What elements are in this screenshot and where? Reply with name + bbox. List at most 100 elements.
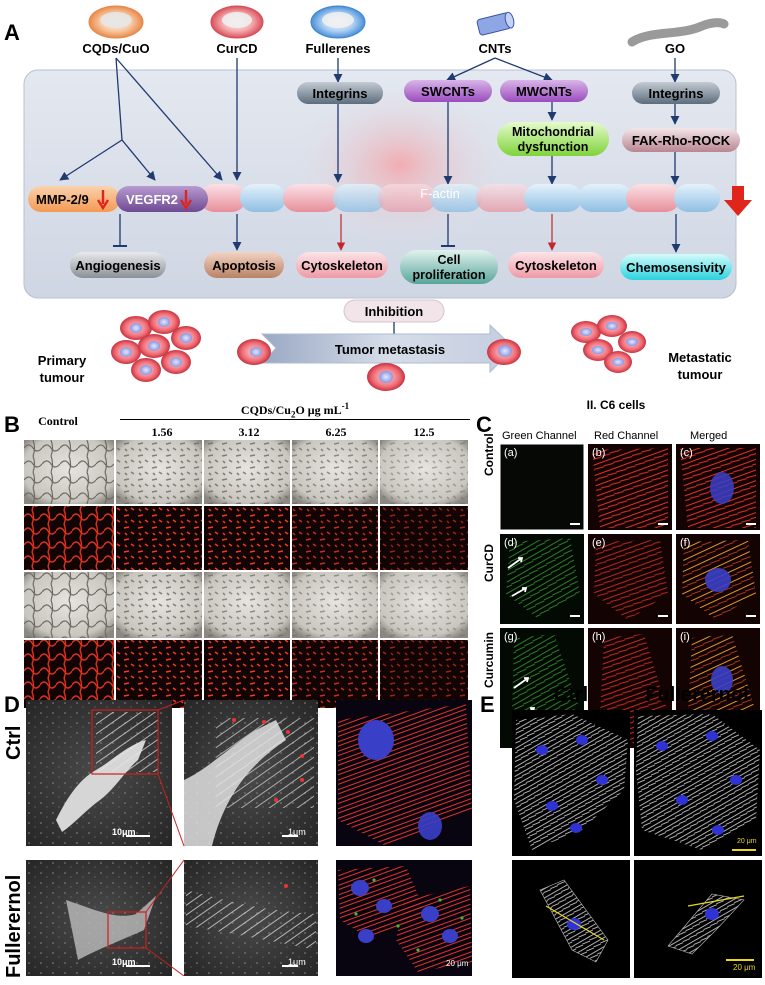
- sem-full-zoom-cell: [186, 890, 316, 950]
- cqds-label: CQDs/CuO: [82, 41, 149, 56]
- green-channel-header: Green Channel: [502, 430, 577, 442]
- inhibition-label: Inhibition: [365, 304, 424, 319]
- sem-ctrl-filopodia: [96, 712, 158, 772]
- row-label-curcumin-text: Curcumin: [482, 631, 496, 688]
- cytoskeleton-2-pill: [508, 252, 604, 278]
- label-e: (e): [592, 537, 606, 549]
- swcnts-label: SWCNTs: [421, 84, 475, 99]
- header-mid: O μg mL: [295, 403, 342, 417]
- mmp-down-arrow-icon: [96, 190, 110, 211]
- label-a: (a): [504, 447, 518, 459]
- e-bottom-scale-text: 20 μm: [733, 963, 756, 972]
- col-label-ctrl: Ctrl: [553, 684, 589, 706]
- fluor-ctrl-nucleus: [358, 720, 394, 760]
- glow: [290, 80, 510, 250]
- sem-ctrl-zoom-filopodia: [216, 718, 314, 808]
- bf-row-2: [24, 572, 468, 638]
- metastatic-label-2: tumour: [678, 367, 723, 382]
- control-header: Control: [38, 414, 78, 428]
- row-label-control-text: Control: [482, 433, 496, 476]
- chemo-pill: [620, 254, 732, 280]
- e-ctrl-top-nuclei: [536, 735, 608, 833]
- fullerenes-disc-icon: [310, 5, 366, 39]
- ctrl-scale-10: 10μm: [112, 827, 136, 837]
- header-sub: 2: [290, 409, 296, 420]
- cell-label-1: Cell: [438, 253, 461, 267]
- zoom-line-ctrl-bottom: [157, 773, 185, 847]
- c6-title: II. C6 cells: [586, 398, 646, 412]
- cqds-disc-icon: [88, 5, 144, 39]
- zoom-line-ctrl-top: [157, 700, 185, 711]
- mito-pill: [497, 122, 609, 156]
- fluor-row-2: [24, 640, 468, 708]
- sem-ctrl-zoom-markers: [232, 718, 304, 802]
- sem-full-cell: [66, 896, 156, 960]
- swcnts-pill: [404, 80, 492, 102]
- label-c: (c): [680, 447, 693, 459]
- fluor-full-green-dots: [354, 878, 464, 952]
- cytoskeleton-1-label: Cytoskeleton: [301, 258, 383, 273]
- conc-3: 6.25: [325, 425, 347, 439]
- angiogenesis-label: Angiogenesis: [75, 258, 160, 273]
- mwcnts-pill: [500, 80, 588, 102]
- merged-header: Merged: [690, 430, 728, 442]
- cytoskeleton-2-label: Cytoskeleton: [515, 258, 597, 273]
- fluor-full-actin-2: [396, 886, 472, 972]
- integrins-2-pill: [632, 82, 720, 104]
- img-e-cell: [594, 540, 668, 620]
- row-label-fullerernol: Fullerernol: [3, 875, 26, 978]
- mwcnts-label: MWCNTs: [516, 84, 572, 99]
- pathway-arrows: [59, 57, 681, 253]
- go-sheet-icon: [627, 18, 729, 47]
- factin-label: F-actin: [420, 186, 460, 201]
- zoom-line-full-top: [145, 859, 185, 913]
- metastasis-label: Tumor metastasis: [335, 342, 445, 357]
- fullerenes-label: Fullerenes: [305, 41, 370, 56]
- row-label-fullerernol-text: Fullerernol: [3, 874, 25, 978]
- primary-label-2: tumour: [40, 370, 85, 385]
- cell-label-2: proliferation: [413, 268, 486, 282]
- go-label: GO: [665, 41, 685, 56]
- row-label-curcd: CurCD: [482, 544, 496, 582]
- ctrl-scale-1: 1μm: [288, 827, 306, 837]
- panel-e-letter: E: [480, 692, 495, 717]
- zoom-line-full-bottom: [145, 947, 185, 976]
- mito-label-1: Mitochondrial: [512, 125, 594, 139]
- sem-image-grid: [26, 700, 472, 976]
- row-label-curcd-text: CurCD: [482, 544, 496, 582]
- cnts-label: CNTs: [479, 41, 512, 56]
- red-channel-header: Red Channel: [594, 430, 659, 442]
- fluor-row-1: [24, 506, 468, 570]
- apoptosis-label: Apoptosis: [212, 258, 276, 273]
- cnt-tube-icon: [476, 11, 515, 36]
- e-full-bottom-nucleus: [705, 908, 719, 920]
- panel-b-letter: B: [4, 412, 20, 437]
- sem-full-zoom-box: [107, 911, 147, 949]
- full-scale-1: 1μm: [288, 957, 306, 967]
- conc-2: 3.12: [238, 425, 260, 439]
- concentration-header: CQDs/Cu2O μg mL-1: [120, 401, 470, 419]
- primary-tumour-icon: [111, 310, 201, 382]
- e-top-scale-text: 20 μm: [737, 838, 757, 845]
- img-b-cell: [592, 448, 668, 528]
- panel-d-letter: D: [4, 692, 20, 717]
- primary-label-1: Primary: [38, 353, 87, 368]
- arrow-icon-g1: [513, 677, 530, 689]
- vegfr-down-arrow-icon: [179, 190, 193, 211]
- fluor-full-nuclei: [351, 880, 458, 943]
- integrins-1-label: Integrins: [313, 86, 368, 101]
- sem-ctrl-zoom-box: [91, 709, 159, 775]
- curcd-label: CurCD: [216, 41, 257, 56]
- full-scale-10: 10μm: [112, 957, 136, 967]
- img-i-nucleus: [711, 666, 733, 694]
- mmp-label: MMP-2/9: [36, 192, 89, 207]
- bf-row-1: [24, 440, 468, 504]
- metastatic-tumour-icon: [571, 315, 646, 373]
- migrating-cell-icon: [237, 339, 521, 391]
- red-arrows: [336, 214, 557, 251]
- panel-a-diagram: A CQDs/CuO CurCD Fullerenes CNTs GO: [4, 5, 752, 391]
- row-label-curcumin: Curcumin: [482, 632, 496, 688]
- metastasis-arrow: [260, 323, 515, 374]
- label-h: (h): [592, 631, 606, 643]
- conc-1: 1.56: [151, 425, 173, 439]
